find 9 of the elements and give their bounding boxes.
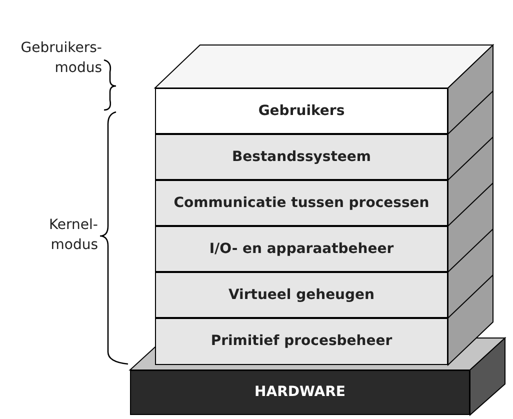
- mode-label: Gebruikers- modus: [20, 39, 102, 78]
- layer-box: I/O- en apparaatbeheer: [155, 226, 448, 272]
- layer-box: Communicatie tussen processen: [155, 180, 448, 226]
- layer-box: Virtueel geheugen: [155, 272, 448, 318]
- mode-label: Kernel- modus: [48, 216, 98, 255]
- hardware-layer: HARDWARE: [130, 370, 470, 415]
- layer-box: Primitief procesbeheer: [155, 318, 448, 365]
- layer-box: Gebruikers: [155, 88, 448, 134]
- layer-box: Bestandssysteem: [155, 134, 448, 180]
